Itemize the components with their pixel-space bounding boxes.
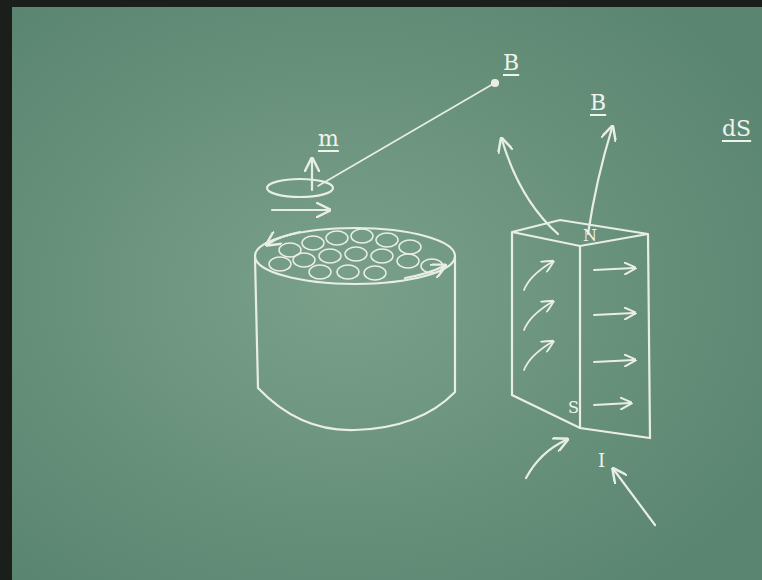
prism-sides [512, 232, 650, 438]
loop-current-arrow [272, 209, 328, 211]
field-line [502, 140, 558, 234]
field-line [526, 440, 566, 478]
board-left-edge [0, 0, 12, 580]
prism-edge [579, 246, 581, 428]
cylinder-top [255, 228, 455, 284]
symbol-label: S [568, 400, 579, 416]
current-loop [267, 179, 333, 197]
surface-current-arrows [524, 262, 634, 405]
surface-current-arrow [405, 266, 444, 278]
symbol-label: N [583, 228, 597, 244]
symbol-label: B [503, 52, 519, 74]
field-point-line [318, 84, 493, 186]
symbol-label: I [598, 452, 605, 470]
field-line [588, 128, 612, 234]
board-top-edge [0, 0, 762, 7]
cylinder-body [255, 258, 455, 430]
field-point [492, 80, 498, 86]
moment-arrow [311, 160, 313, 190]
field-line [614, 470, 655, 525]
symbol-label: dS [722, 118, 751, 140]
surface-current-arrow [268, 232, 300, 244]
illustration [255, 80, 655, 525]
atomic-loops [269, 229, 443, 280]
prism-top [512, 220, 648, 246]
symbol-label: m [318, 128, 339, 150]
symbol-label: B [590, 92, 606, 114]
